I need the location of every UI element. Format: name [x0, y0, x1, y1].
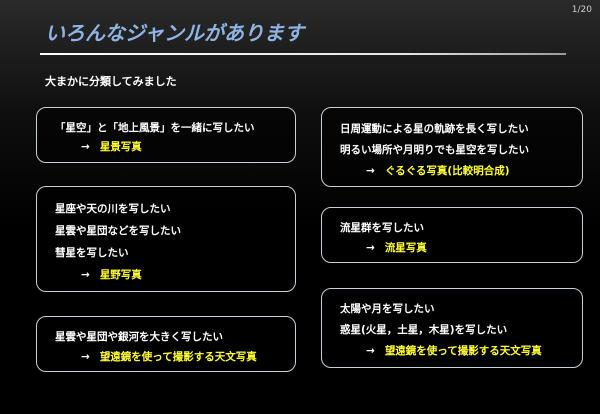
genre-result: ぐるぐる写真(比較明合成) — [384, 165, 510, 177]
box-text-line: 太陽や月を写したい — [340, 303, 435, 315]
slide-number: 1/20 — [571, 5, 592, 15]
arrow-icon: → — [81, 351, 90, 363]
box-text-line: 流星群を写したい — [340, 222, 424, 234]
genre-box-star-trails: 日周運動による星の軌跡を長く写したい 明るい場所や月明りでも星空を写したい → ぐ… — [321, 107, 583, 187]
arrow-icon: → — [366, 345, 375, 357]
arrow-icon: → — [81, 141, 90, 153]
box-text-line: 星座や天の川を写したい — [55, 203, 171, 215]
box-text-line: 星雲や星団や銀河を大きく写したい — [55, 331, 223, 343]
genre-box-landscape: 「星空」と「地上風景」を一緒に写したい → 星景写真 — [36, 107, 296, 163]
arrow-icon: → — [81, 269, 90, 281]
genre-result: 流星写真 — [384, 242, 427, 254]
title-rule — [40, 53, 566, 55]
arrow-icon: → — [366, 165, 375, 177]
genre-box-telescope-deepsky: 星雲や星団や銀河を大きく写したい → 望遠鏡を使って撮影する天文写真 — [36, 316, 296, 372]
box-text-line: 日周運動による星の軌跡を長く写したい — [340, 123, 529, 135]
slide-subtitle: 大まかに分類してみました — [45, 75, 177, 88]
box-text-line: 彗星を写したい — [55, 247, 129, 259]
box-text-line: 「星空」と「地上風景」を一緒に写したい — [55, 122, 255, 134]
genre-result: 望遠鏡を使って撮影する天文写真 — [384, 345, 542, 357]
box-text-line: 星雲や星団などを写したい — [55, 225, 181, 237]
genre-box-meteor: 流星群を写したい → 流星写真 — [321, 207, 583, 263]
genre-result: 望遠鏡を使って撮影する天文写真 — [99, 351, 257, 363]
box-text-line: 明るい場所や月明りでも星空を写したい — [340, 144, 529, 156]
genre-box-star-field: 星座や天の川を写したい 星雲や星団などを写したい 彗星を写したい → 星野写真 — [36, 186, 296, 292]
arrow-icon: → — [366, 242, 375, 254]
box-text-line: 惑星(火星，土星，木星)を写したい — [340, 324, 508, 336]
slide-title: いろんなジャンルがあります — [45, 21, 304, 45]
genre-box-planets: 太陽や月を写したい 惑星(火星，土星，木星)を写したい → 望遠鏡を使って撮影する… — [321, 288, 583, 368]
genre-result: 星景写真 — [99, 141, 142, 153]
genre-result: 星野写真 — [99, 269, 142, 281]
